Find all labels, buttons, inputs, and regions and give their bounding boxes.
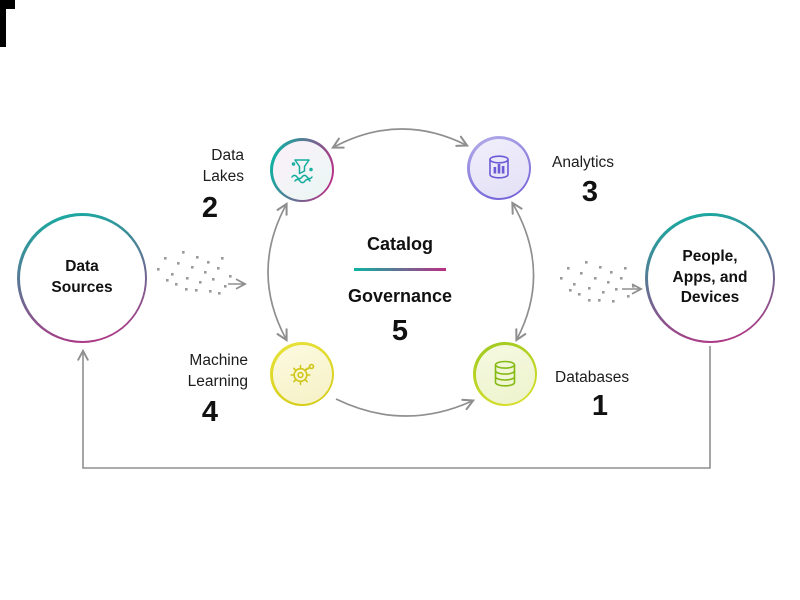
cycle-arrow-left	[267, 205, 286, 339]
gear-ml-icon	[290, 363, 315, 386]
databases-number: 1	[591, 390, 609, 422]
feedback-loop-arrow	[83, 346, 711, 469]
data-lakes-label: Data Lakes	[202, 147, 244, 185]
data-flow-dots-left	[157, 251, 232, 295]
analytics-cylinder-icon	[489, 155, 509, 179]
governance-number: 5	[391, 315, 409, 347]
analytics-number: 3	[581, 176, 599, 208]
machine-learning-label: Machine Learning	[187, 352, 248, 390]
cycle-arrows	[267, 128, 535, 417]
catalog-governance-block: Catalog Governance 5	[320, 233, 480, 346]
people-apps-devices-circle: People, Apps, and Devices	[645, 213, 775, 343]
screen-artifact	[0, 0, 15, 9]
data-sources-label: Data Sources	[51, 258, 113, 296]
analytics-node	[467, 136, 531, 200]
data-sources-circle: Data Sources	[17, 213, 147, 343]
catalog-label: Catalog	[366, 234, 433, 254]
cycle-arrow-top	[334, 128, 466, 147]
machine-learning-node	[270, 342, 334, 406]
data-lakes-number: 2	[201, 192, 219, 224]
data-flow-dots-right	[560, 261, 635, 303]
analytics-label: Analytics	[552, 154, 615, 171]
people-apps-devices-label: People, Apps, and Devices	[672, 247, 748, 307]
databases-label: Databases	[555, 369, 630, 386]
machine-learning-number: 4	[201, 396, 219, 428]
data-lake-icon	[291, 159, 313, 184]
screen-artifact	[0, 9, 6, 47]
cycle-arrow-right	[513, 204, 535, 339]
cycle-arrow-bottom	[335, 398, 472, 417]
data-lakes-node	[270, 138, 334, 202]
governance-label: Governance	[347, 285, 453, 306]
gradient-divider	[354, 267, 446, 271]
databases-node	[473, 342, 537, 406]
database-stack-icon	[494, 360, 516, 387]
